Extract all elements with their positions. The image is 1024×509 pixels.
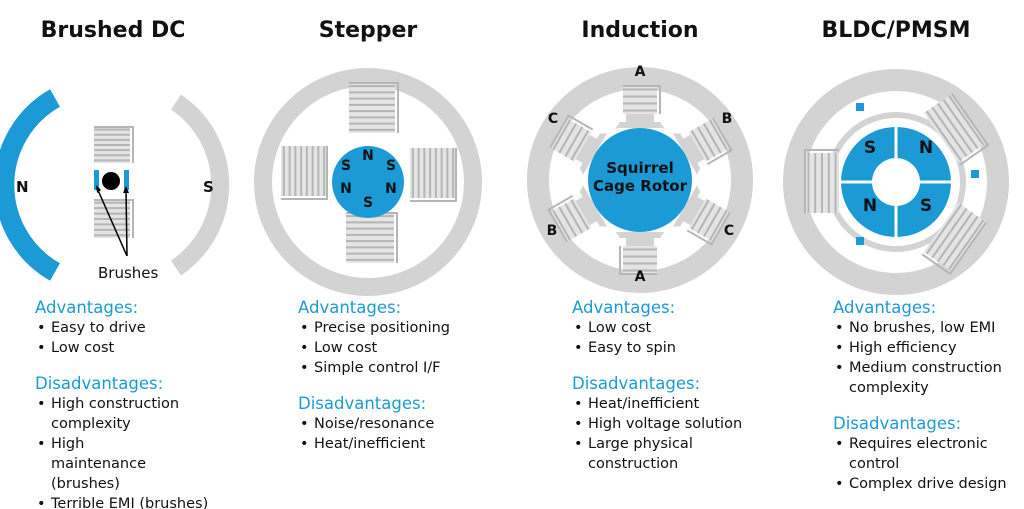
- disadvantages-heading: Disadvantages:: [833, 414, 962, 433]
- pole-label: N: [340, 181, 352, 197]
- north-magnet: [0, 89, 61, 281]
- stator-coils: [804, 93, 990, 276]
- induction-illustration: Squirrel Cage Rotor A B C A B C: [527, 64, 753, 293]
- coil-winding: [686, 198, 731, 246]
- brushes-label: Brushes: [98, 264, 159, 282]
- hall-sensor: [856, 237, 864, 245]
- stator-poles: [547, 85, 733, 275]
- disadvantage-item: Noise/resonance: [298, 414, 450, 434]
- advantages-heading: Advantages:: [572, 298, 676, 317]
- coil-winding: [623, 85, 661, 114]
- advantages-heading: Advantages:: [298, 298, 402, 317]
- stator-ring: [783, 69, 1009, 295]
- advantage-item: Low cost: [298, 338, 450, 358]
- rotor-label-2: Cage Rotor: [593, 177, 688, 195]
- pole-label: S: [864, 138, 876, 158]
- coil-winding: [94, 199, 134, 238]
- south-magnet: [170, 94, 230, 276]
- phase-label: B: [722, 111, 733, 127]
- coil-winding: [410, 148, 457, 202]
- disadvantage-item: High construction complexity: [35, 394, 215, 434]
- title-bldc: BLDC/PMSM: [821, 18, 971, 43]
- disadvantages-heading: Disadvantages:: [35, 374, 164, 393]
- advantages-heading: Advantages:: [833, 298, 937, 317]
- pole-label: N: [863, 196, 877, 216]
- disadvantage-item: Complex drive design: [833, 474, 1018, 494]
- armature-coils: [94, 126, 134, 238]
- rotor: [332, 146, 404, 218]
- arrow-line: [125, 189, 128, 257]
- disadvantage-item: Terrible EMI (brushes): [35, 494, 215, 509]
- phase-label: C: [724, 223, 734, 239]
- stepper-info: Advantages: Precise positioning Low cost…: [298, 298, 450, 454]
- rotor-label-1: Squirrel: [606, 159, 673, 177]
- coil-winding: [281, 146, 328, 200]
- coil-winding: [804, 149, 839, 213]
- phase-label: B: [547, 223, 558, 239]
- motor-illustrations: N S Brushes N S N S N S S: [0, 64, 1009, 296]
- phase-label: A: [635, 64, 646, 80]
- advantage-item: Simple control I/F: [298, 358, 450, 378]
- title-brushed-dc: Brushed DC: [40, 18, 186, 43]
- advantage-item: Low cost: [35, 338, 215, 358]
- coil-winding: [346, 212, 398, 263]
- advantage-item: Low cost: [572, 318, 747, 338]
- advantage-item: High efficiency: [833, 338, 1018, 358]
- phase-label: C: [548, 111, 558, 127]
- squirrel-cage-rotor: [588, 128, 692, 232]
- title-stepper: Stepper: [318, 18, 418, 43]
- brush-left: [94, 170, 99, 190]
- arrow-line: [96, 187, 128, 257]
- stator-ring: [254, 68, 482, 296]
- pole-label: N: [362, 148, 374, 164]
- coil-winding: [619, 246, 657, 275]
- disadvantage-item: Requires electronic control: [833, 434, 1014, 474]
- stator-ring: [527, 67, 753, 293]
- disadvantages-heading: Disadvantages:: [298, 394, 427, 413]
- advantage-item: Easy to spin: [572, 338, 747, 358]
- bldc-info: Advantages: No brushes, low EMI High eff…: [833, 298, 1018, 494]
- coil-winding: [349, 82, 399, 133]
- pole-label: S: [920, 196, 932, 216]
- pole-label: N: [919, 138, 933, 158]
- coil-winding: [94, 126, 134, 163]
- disadvantage-item: High voltage solution: [572, 414, 747, 434]
- disadvantages-heading: Disadvantages:: [572, 374, 701, 393]
- brushed-dc-illustration: N S Brushes: [0, 89, 230, 282]
- coil-winding: [549, 114, 594, 162]
- advantage-item: No brushes, low EMI: [833, 318, 1018, 338]
- arrow-heads: [96, 185, 129, 193]
- coil-winding: [688, 117, 733, 166]
- pole-label: S: [386, 158, 396, 174]
- north-label: N: [16, 178, 29, 196]
- pole-label: N: [385, 181, 397, 197]
- coil-winding: [923, 93, 990, 166]
- stepper-illustration: N S N S N S: [254, 68, 482, 296]
- disadvantage-item: Large physical construction: [572, 434, 708, 474]
- brushed-dc-info: Advantages: Easy to drive Low cost Disad…: [35, 298, 215, 509]
- pole-label: S: [363, 195, 373, 211]
- bldc-illustration: S N N S: [783, 69, 1009, 295]
- advantage-item: Easy to drive: [35, 318, 215, 338]
- hall-sensor: [971, 170, 979, 178]
- disadvantage-item: High maintenance (brushes): [35, 434, 171, 494]
- stator-coils: [281, 82, 457, 263]
- coil-winding: [547, 194, 592, 243]
- phase-label: A: [635, 269, 646, 285]
- advantages-heading: Advantages:: [35, 298, 139, 317]
- induction-info: Advantages: Low cost Easy to spin Disadv…: [572, 298, 747, 474]
- south-label: S: [203, 178, 214, 196]
- advantage-item: Medium construction complexity: [833, 358, 1018, 398]
- hall-sensor: [856, 103, 864, 111]
- advantage-item: Precise positioning: [298, 318, 450, 338]
- disadvantage-item: Heat/inefficient: [572, 394, 747, 414]
- brush-right: [124, 170, 129, 190]
- title-induction: Induction: [581, 18, 699, 43]
- disadvantage-item: Heat/inefficient: [298, 434, 450, 454]
- pole-label: S: [341, 158, 351, 174]
- commutator: [102, 172, 120, 190]
- coil-winding: [921, 202, 987, 276]
